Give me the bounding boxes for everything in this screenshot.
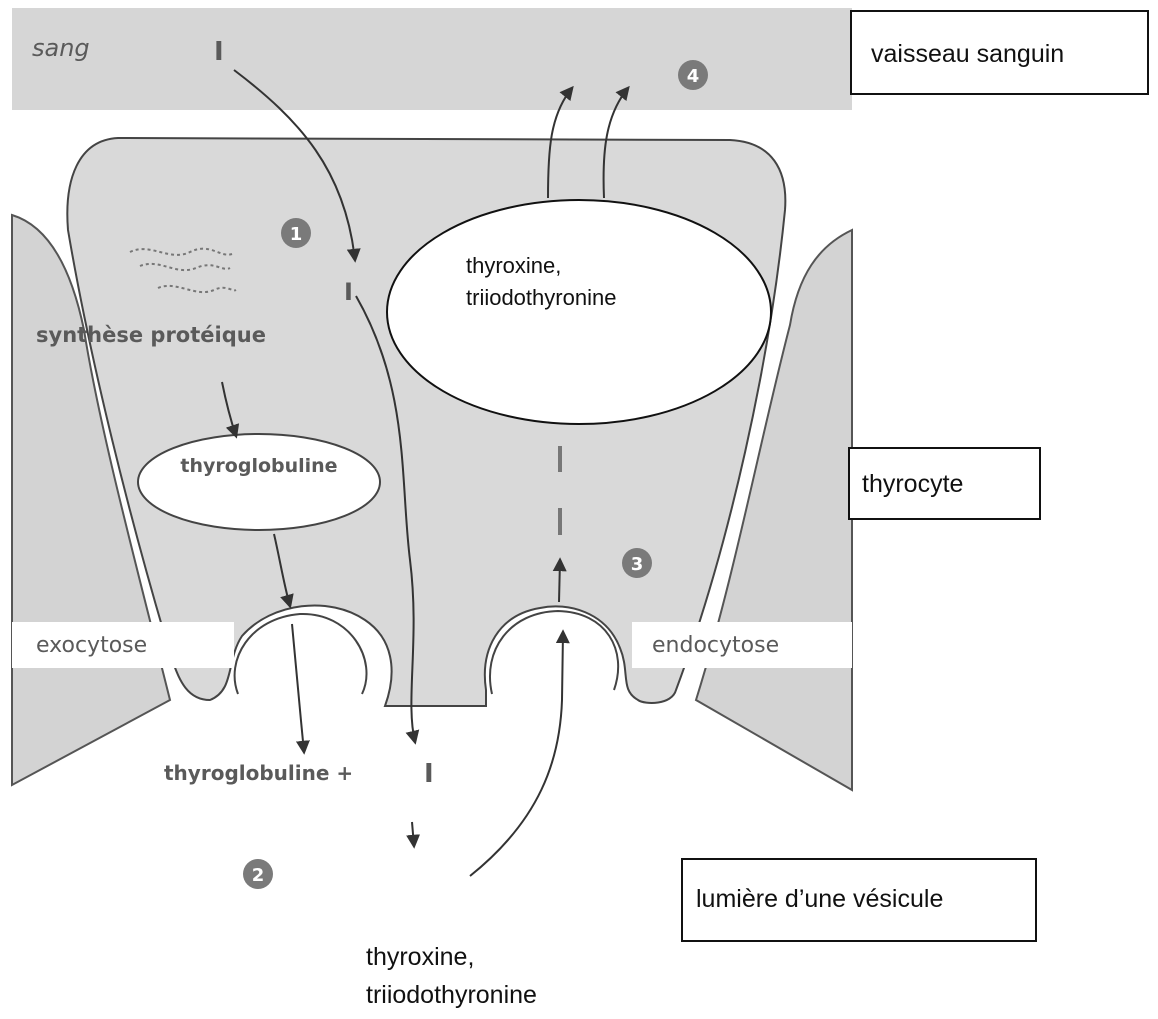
lumen-short-arrow — [412, 822, 414, 846]
thyroglobulin-plus-label: thyroglobuline + — [164, 761, 353, 785]
vessel-label: vaisseau sanguin — [871, 40, 1064, 68]
svg-text:1: 1 — [290, 224, 303, 245]
thyrocyte-label: thyrocyte — [862, 470, 963, 498]
endocytosis-pocket — [490, 611, 618, 694]
exocytosis-label: exocytose — [36, 633, 147, 658]
step-badge-2: 2 — [243, 859, 273, 889]
svg-text:4: 4 — [687, 66, 700, 87]
exocytosis-pocket — [235, 614, 367, 694]
exocytosis-release-arrow — [292, 624, 304, 752]
iodine-blood-label: I — [214, 37, 224, 67]
hormones-lumen-line2: triiodothyronine — [366, 981, 537, 1009]
endocytosis-label: endocytose — [652, 633, 779, 658]
hormones-cell-line1: thyroxine, — [466, 253, 561, 278]
thyroglobulin-ellipse — [138, 434, 380, 530]
hormone-vesicle-ellipse — [387, 200, 771, 424]
iodine-cell-label: I — [344, 278, 353, 306]
blood-vessel — [12, 8, 852, 110]
protein-synthesis-label: synthèse protéique — [36, 323, 266, 347]
step-badge-4: 4 — [678, 60, 708, 90]
step-badge-3: 3 — [622, 548, 652, 578]
step-badge-1: 1 — [281, 218, 311, 248]
hormones-lumen-line1: thyroxine, — [366, 943, 474, 971]
blood-label: sang — [32, 34, 90, 62]
thyroglobulin-label: thyroglobuline — [180, 455, 337, 477]
vesicle-move-arrow — [559, 560, 560, 602]
svg-text:2: 2 — [252, 865, 265, 886]
svg-text:3: 3 — [631, 554, 644, 575]
vesicle-lumen-label: lumière d’une vésicule — [696, 885, 943, 913]
hormones-cell-line2: triiodothyronine — [466, 285, 616, 310]
iodine-lumen-label: I — [424, 759, 434, 789]
